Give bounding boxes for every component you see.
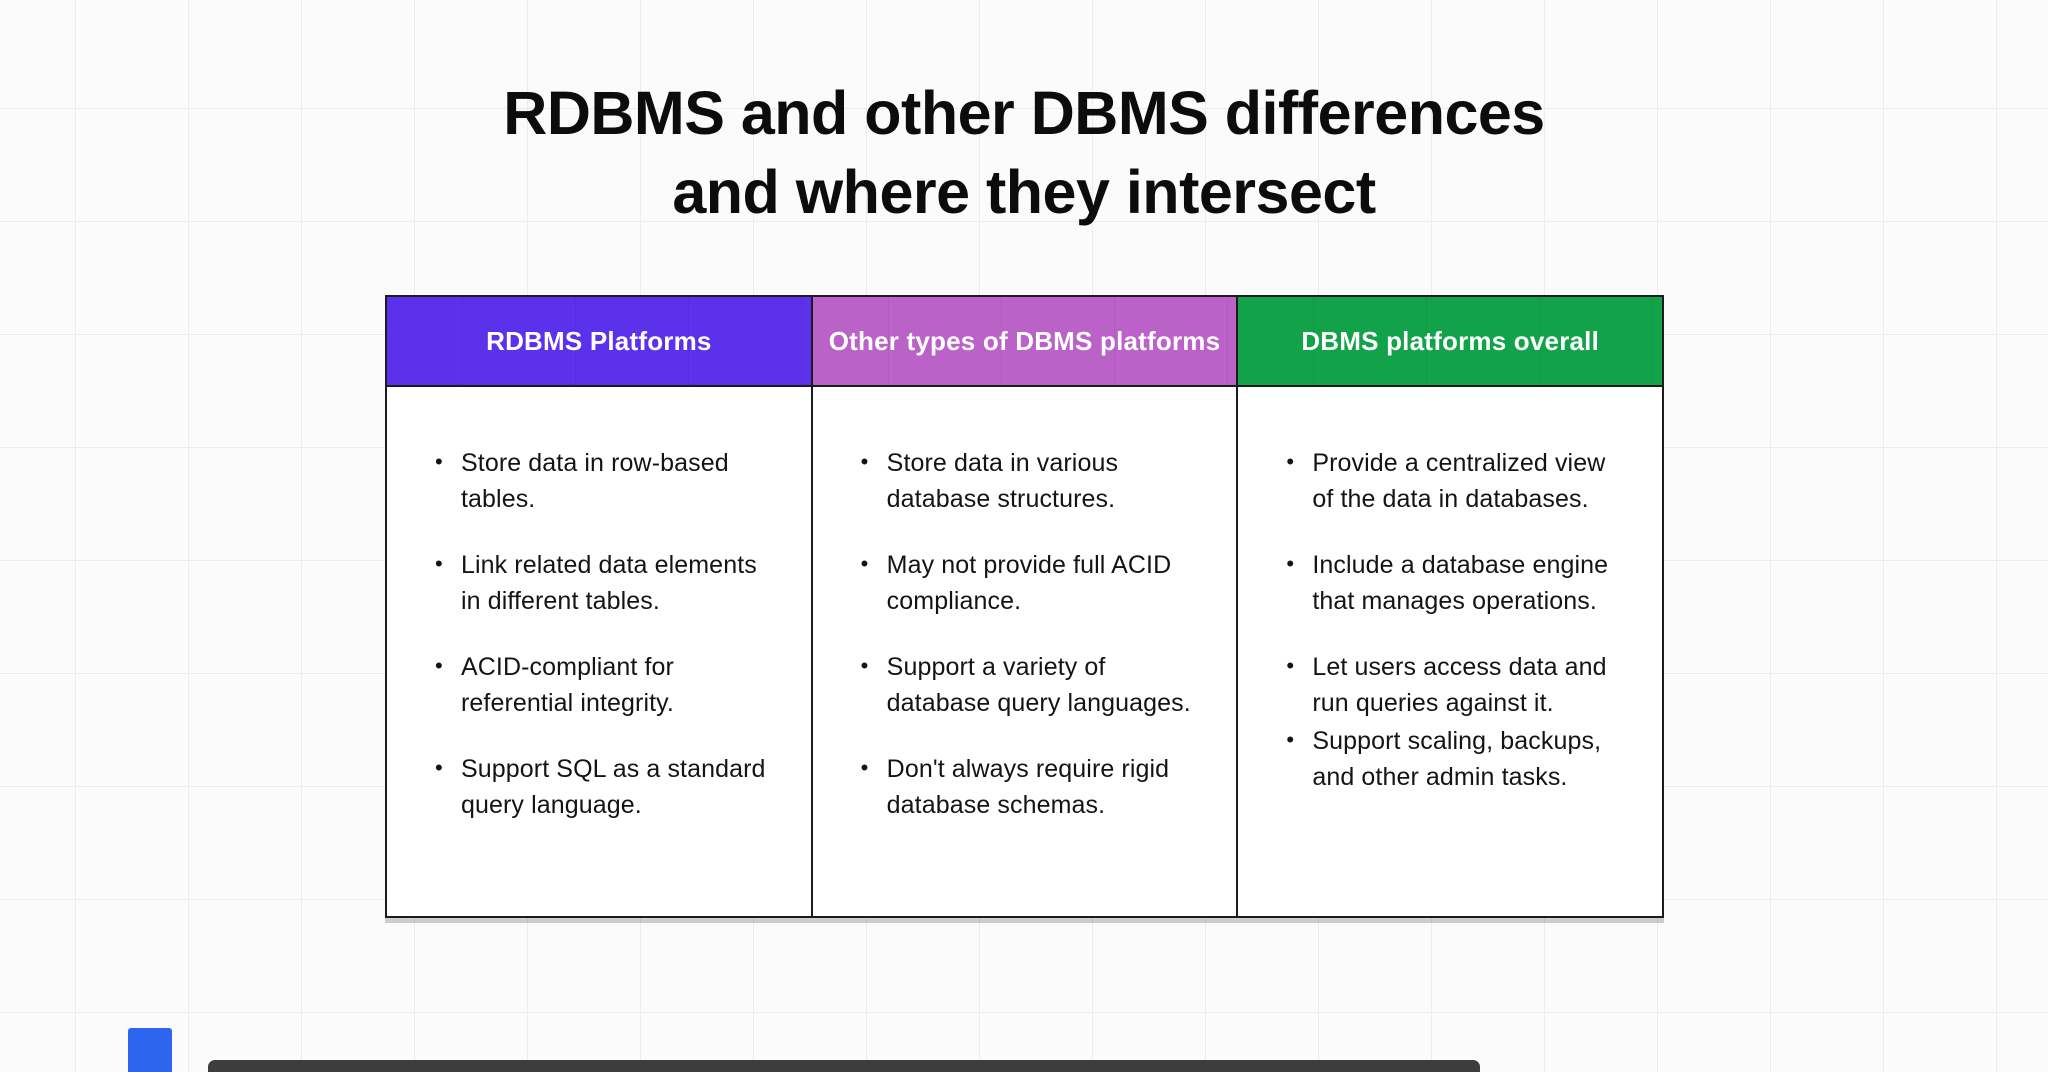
page-title[interactable]: RDBMS and other DBMS differences and whe… [0, 74, 2048, 232]
table-body-rdbms-platforms[interactable]: Store data in row-based tables. Link rela… [387, 387, 813, 916]
table-header-other-dbms-platforms[interactable]: Other types of DBMS platforms [812, 297, 1239, 387]
bullet-item: Store data in row-based tables. [427, 444, 781, 517]
bullet-item: Support a variety of database query lang… [853, 648, 1207, 721]
bullet-item: Support SQL as a standard query language… [427, 750, 781, 823]
header-label: Other types of DBMS platforms [828, 325, 1221, 356]
bullet-item: Don't always require rigid database sche… [853, 750, 1207, 823]
canvas-shape-dark-bar[interactable] [208, 1060, 1480, 1072]
bullet-item: Store data in various database structure… [853, 444, 1207, 517]
header-label: RDBMS Platforms [486, 325, 712, 356]
bullet-item: Link related data elements in different … [427, 546, 781, 619]
bullet-item: May not provide full ACID compliance. [853, 546, 1207, 619]
table-header-dbms-overall[interactable]: DBMS platforms overall [1238, 297, 1663, 387]
canvas-shape-blue-square[interactable] [128, 1028, 172, 1072]
header-label: DBMS platforms overall [1301, 325, 1600, 356]
table-header-row: RDBMS Platforms Other types of DBMS plat… [387, 297, 1663, 387]
table-body-row: Store data in row-based tables. Link rela… [387, 387, 1662, 916]
bullet-item: Provide a centralized view of the data i… [1278, 444, 1632, 517]
table-header-rdbms-platforms[interactable]: RDBMS Platforms [387, 297, 813, 387]
bullet-item: ACID-compliant for referential integrity… [427, 648, 781, 721]
bullet-item: Support scaling, backups, and other admi… [1278, 722, 1632, 795]
bullet-item: Include a database engine that manages o… [1278, 546, 1632, 619]
bullet-item: Let users access data and run queries ag… [1278, 648, 1632, 721]
table-body-other-dbms-platforms[interactable]: Store data in various database structure… [813, 387, 1239, 916]
page-title-line-1: RDBMS and other DBMS differences [503, 79, 1545, 147]
comparison-table[interactable]: RDBMS Platforms Other types of DBMS plat… [385, 295, 1664, 918]
table-body-dbms-overall[interactable]: Provide a centralized view of the data i… [1238, 387, 1662, 916]
page-title-line-2: and where they intersect [672, 158, 1376, 226]
